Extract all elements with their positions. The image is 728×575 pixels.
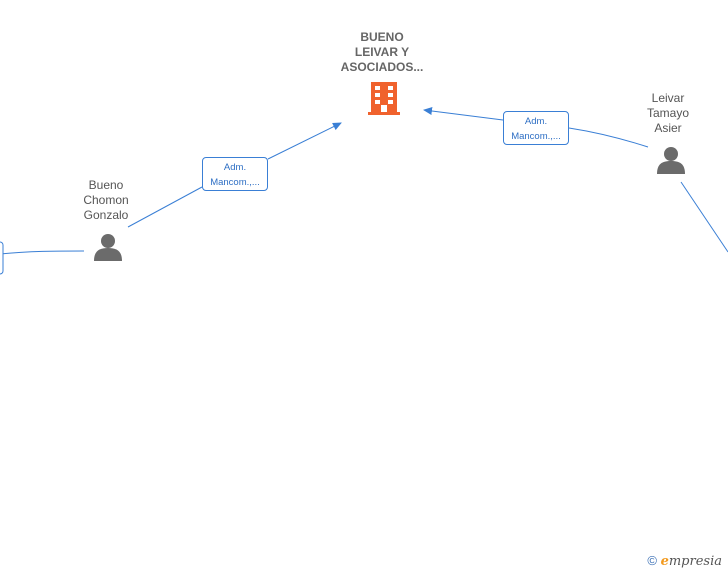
copyright-icon: © — [647, 553, 657, 568]
person-name-bueno-chomon-gonzalo[interactable]: Bueno Chomon Gonzalo — [83, 178, 129, 222]
relation-label-leivar[interactable]: Adm. Mancom.,... — [503, 111, 569, 145]
offscreen-relation-box — [0, 241, 4, 275]
edge-offscreen-right — [680, 181, 728, 253]
empresia-logo: empresia — [660, 554, 722, 569]
person-icon[interactable] — [657, 147, 685, 174]
relation-label-bueno[interactable]: Adm. Mancom.,... — [202, 157, 268, 191]
edge-leivar-to-company — [424, 110, 649, 148]
company-name[interactable]: BUENO LEIVAR Y ASOCIADOS... — [340, 30, 424, 74]
building-icon[interactable] — [368, 82, 400, 115]
person-icon[interactable] — [94, 234, 122, 261]
edge-offscreen-left — [0, 250, 85, 255]
footer-credit: © empresia — [647, 553, 722, 569]
person-name-leivar-tamayo-asier[interactable]: Leivar Tamayo Asier — [646, 91, 690, 135]
edge-bueno-to-company — [127, 123, 341, 228]
